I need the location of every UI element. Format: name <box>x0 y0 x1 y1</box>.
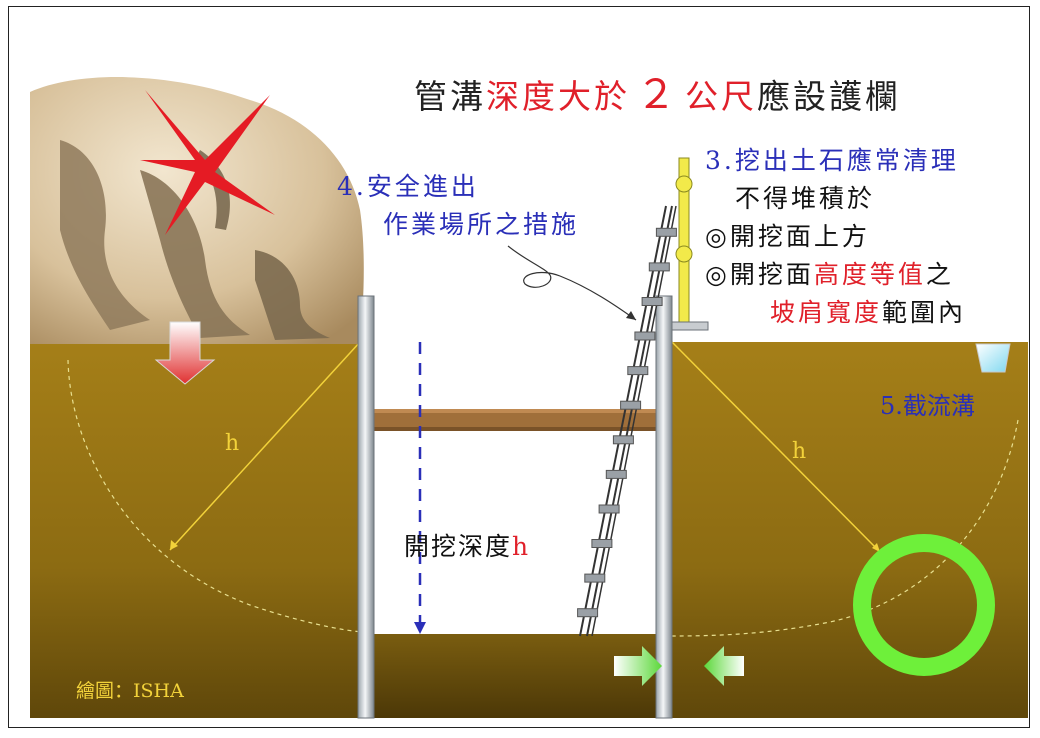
note4-pointer <box>507 245 637 321</box>
note3-line3: ◎開挖面上方 <box>705 222 870 251</box>
spoil-pile <box>30 77 364 344</box>
ladder-rung <box>634 331 656 341</box>
prohibited-x-icon <box>140 90 275 235</box>
pressure-arrow-left-icon <box>704 646 744 686</box>
left-influence-arc <box>67 359 363 633</box>
depth-label: 開挖深度h <box>404 532 530 561</box>
left-ground <box>30 342 362 718</box>
note3-line2: 不得堆積於 <box>735 184 875 213</box>
note3-line5: 坡肩寬度範圍內 <box>770 298 966 327</box>
depth-arrow <box>414 342 426 634</box>
intercept-ditch-icon <box>975 343 1011 373</box>
note4-line1: 4.安全進出 <box>337 172 479 201</box>
right-sheet-pile <box>655 295 673 719</box>
right-h-label: h <box>792 439 806 464</box>
note3-line1: 3.挖出土石應常清理 <box>705 146 959 175</box>
ladder-rung <box>584 573 606 583</box>
wood-strut <box>372 409 660 431</box>
ladder-rung <box>641 297 663 306</box>
pressure-arrow-right-icon <box>614 646 662 686</box>
note4-line2: 作業場所之措施 <box>383 210 579 239</box>
ladder-rung <box>655 227 677 237</box>
ladder-rung <box>612 435 634 445</box>
pipe-ring <box>853 534 995 676</box>
note3-line4: ◎開挖面高度等值之 <box>705 260 954 289</box>
ladder-rung <box>598 504 620 514</box>
left-sheet-pile <box>357 295 375 719</box>
note5-label: 5.截流溝 <box>880 392 975 420</box>
ladder-rungs <box>577 227 677 618</box>
ladder-rung <box>605 469 627 479</box>
credit-label: 繪圖：ISHA <box>76 680 184 702</box>
ladder <box>579 205 677 637</box>
ladder-rung <box>591 539 613 548</box>
ladder-rung <box>627 366 649 376</box>
left-h-arrow <box>169 341 361 551</box>
ladder-rung <box>577 608 599 618</box>
ladder-rung <box>648 262 670 272</box>
guardrail <box>671 157 709 331</box>
left-h-label: h <box>225 431 239 456</box>
ladder-rung <box>620 400 642 410</box>
right-h-arrow <box>671 341 881 553</box>
load-down-arrow-icon <box>154 321 216 385</box>
